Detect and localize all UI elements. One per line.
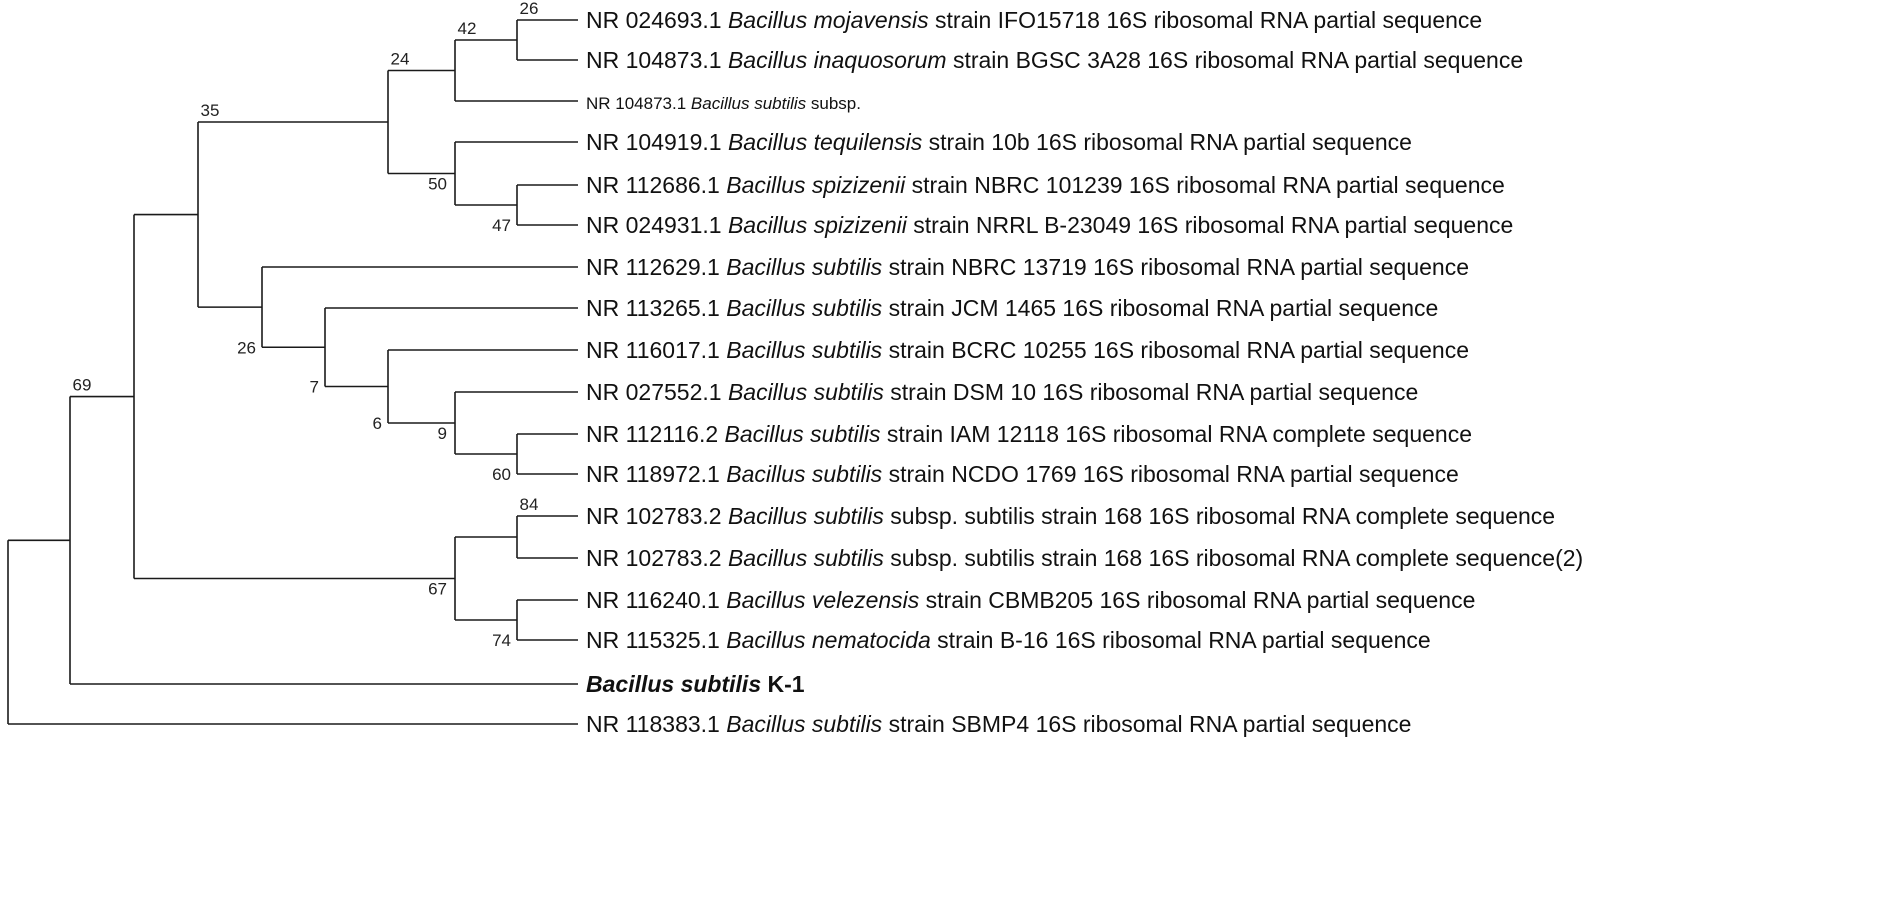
leaf-label-part: strain DSM 10 16S ribosomal RNA partial … bbox=[884, 379, 1418, 405]
leaf-label-part: strain IFO15718 16S ribosomal RNA partia… bbox=[929, 7, 1483, 33]
leaf-label-part: NR 104873.1 bbox=[586, 47, 728, 73]
leaf-label-part: NR 118383.1 bbox=[586, 711, 726, 737]
leaf-label-part: subsp. subtilis strain 168 16S ribosomal… bbox=[884, 503, 1555, 529]
leaf-label-part: strain SBMP4 16S ribosomal RNA partial s… bbox=[882, 711, 1411, 737]
leaf-label-part: NR 102783.2 bbox=[586, 503, 728, 529]
leaf-label-part: NR 112629.1 bbox=[586, 254, 726, 280]
leaf-label-part: NR 104919.1 bbox=[586, 129, 728, 155]
bootstrap-value: 74 bbox=[492, 631, 511, 650]
bootstrap-value: 67 bbox=[428, 580, 447, 599]
leaf-label-part: NR 118972.1 bbox=[586, 461, 726, 487]
leaf-label: Bacillus subtilis K-1 bbox=[586, 671, 805, 697]
bootstrap-value: 47 bbox=[492, 216, 511, 235]
bootstrap-value: 50 bbox=[428, 175, 447, 194]
bootstrap-value: 35 bbox=[201, 101, 220, 120]
leaf-label-part: Bacillus subtilis bbox=[726, 254, 882, 280]
leaf-label-part: strain CBMB205 16S ribosomal RNA partial… bbox=[919, 587, 1475, 613]
leaf-label: NR 118972.1 Bacillus subtilis strain NCD… bbox=[586, 461, 1459, 487]
leaf-label-part: NR 102783.2 bbox=[586, 545, 728, 571]
leaf-label-part: strain NBRC 13719 16S ribosomal RNA part… bbox=[882, 254, 1469, 280]
leaf-label-part: NR 027552.1 bbox=[586, 379, 728, 405]
leaf-label-part: NR 116240.1 bbox=[586, 587, 726, 613]
leaf-label-part: Bacillus subtilis bbox=[726, 295, 882, 321]
leaf-label-part: Bacillus subtilis bbox=[728, 503, 884, 529]
leaf-label-part: Bacillus nematocida bbox=[726, 627, 931, 653]
leaf-label-part: subsp. bbox=[806, 94, 861, 113]
leaf-label-part: NR 024931.1 bbox=[586, 212, 728, 238]
leaf-label: NR 116240.1 Bacillus velezensis strain C… bbox=[586, 587, 1475, 613]
leaf-label-part: Bacillus subtilis bbox=[728, 379, 884, 405]
leaf-label: NR 113265.1 Bacillus subtilis strain JCM… bbox=[586, 295, 1438, 321]
leaf-label-part: NR 116017.1 bbox=[586, 337, 726, 363]
leaf-label-part: Bacillus spizizenii bbox=[728, 212, 908, 238]
leaf-label: NR 024693.1 Bacillus mojavensis strain I… bbox=[586, 7, 1482, 33]
leaf-label-part: Bacillus velezensis bbox=[726, 587, 920, 613]
leaf-label-part: NR 113265.1 bbox=[586, 295, 726, 321]
bootstrap-value: 42 bbox=[458, 19, 477, 38]
leaf-label-part: Bacillus tequilensis bbox=[728, 129, 923, 155]
leaf-label-part: NR 115325.1 bbox=[586, 627, 726, 653]
bootstrap-value: 84 bbox=[520, 495, 539, 514]
leaf-label-part: strain NCDO 1769 16S ribosomal RNA parti… bbox=[882, 461, 1459, 487]
bootstrap-value: 26 bbox=[520, 0, 539, 18]
tree-branches bbox=[7, 19, 578, 725]
leaf-label-part: NR 104873.1 bbox=[586, 94, 691, 113]
leaf-label-part: Bacillus subtilis bbox=[586, 671, 761, 697]
leaf-label: NR 104873.1 Bacillus subtilis subsp. bbox=[586, 94, 861, 113]
leaf-label-part: Bacillus subtilis bbox=[691, 94, 807, 113]
bootstrap-value: 26 bbox=[237, 338, 256, 357]
leaf-label: NR 115325.1 Bacillus nematocida strain B… bbox=[586, 627, 1431, 653]
leaf-label: NR 104919.1 Bacillus tequilensis strain … bbox=[586, 129, 1412, 155]
leaf-label: NR 112629.1 Bacillus subtilis strain NBR… bbox=[586, 254, 1469, 280]
leaf-label: NR 024931.1 Bacillus spizizenii strain N… bbox=[586, 212, 1513, 238]
leaf-label: NR 112116.2 Bacillus subtilis strain IAM… bbox=[586, 421, 1472, 447]
leaf-label-part: NR 112686.1 bbox=[586, 172, 726, 198]
leaf-label-part: strain B-16 16S ribosomal RNA partial se… bbox=[931, 627, 1431, 653]
leaf-labels: NR 024693.1 Bacillus mojavensis strain I… bbox=[586, 7, 1583, 737]
leaf-label-part: Bacillus subtilis bbox=[726, 337, 882, 363]
leaf-label-part: Bacillus subtilis bbox=[726, 711, 882, 737]
leaf-label-part: strain BGSC 3A28 16S ribosomal RNA parti… bbox=[947, 47, 1524, 73]
bootstrap-value: 7 bbox=[310, 378, 319, 397]
leaf-label: NR 116017.1 Bacillus subtilis strain BCR… bbox=[586, 337, 1469, 363]
bootstrap-value: 24 bbox=[391, 50, 410, 69]
leaf-label-part: Bacillus subtilis bbox=[725, 421, 881, 447]
leaf-label-part: strain JCM 1465 16S ribosomal RNA partia… bbox=[882, 295, 1438, 321]
bootstrap-value: 9 bbox=[438, 424, 447, 443]
leaf-label: NR 104873.1 Bacillus inaquosorum strain … bbox=[586, 47, 1523, 73]
leaf-label-part: subsp. subtilis strain 168 16S ribosomal… bbox=[884, 545, 1583, 571]
leaf-label-part: strain NBRC 101239 16S ribosomal RNA par… bbox=[905, 172, 1505, 198]
leaf-label-part: Bacillus spizizenii bbox=[726, 172, 906, 198]
bootstrap-value: 6 bbox=[373, 414, 382, 433]
leaf-label-part: strain BCRC 10255 16S ribosomal RNA part… bbox=[882, 337, 1469, 363]
leaf-label-part: Bacillus mojavensis bbox=[728, 7, 929, 33]
bootstrap-value: 60 bbox=[492, 465, 511, 484]
leaf-label-part: Bacillus inaquosorum bbox=[728, 47, 947, 73]
leaf-label-part: Bacillus subtilis bbox=[726, 461, 882, 487]
leaf-label-part: strain NRRL B-23049 16S ribosomal RNA pa… bbox=[907, 212, 1513, 238]
leaf-label: NR 102783.2 Bacillus subtilis subsp. sub… bbox=[586, 503, 1555, 529]
leaf-label-part: Bacillus subtilis bbox=[728, 545, 884, 571]
leaf-label-part: NR 112116.2 bbox=[586, 421, 725, 447]
leaf-label-part: K-1 bbox=[761, 671, 805, 697]
leaf-label: NR 112686.1 Bacillus spizizenii strain N… bbox=[586, 172, 1505, 198]
leaf-label-part: strain 10b 16S ribosomal RNA partial seq… bbox=[922, 129, 1412, 155]
bootstrap-value: 69 bbox=[73, 376, 92, 395]
leaf-label: NR 102783.2 Bacillus subtilis subsp. sub… bbox=[586, 545, 1583, 571]
leaf-label: NR 118383.1 Bacillus subtilis strain SBM… bbox=[586, 711, 1411, 737]
leaf-label: NR 027552.1 Bacillus subtilis strain DSM… bbox=[586, 379, 1418, 405]
leaf-label-part: strain IAM 12118 16S ribosomal RNA compl… bbox=[880, 421, 1472, 447]
leaf-label-part: NR 024693.1 bbox=[586, 7, 728, 33]
